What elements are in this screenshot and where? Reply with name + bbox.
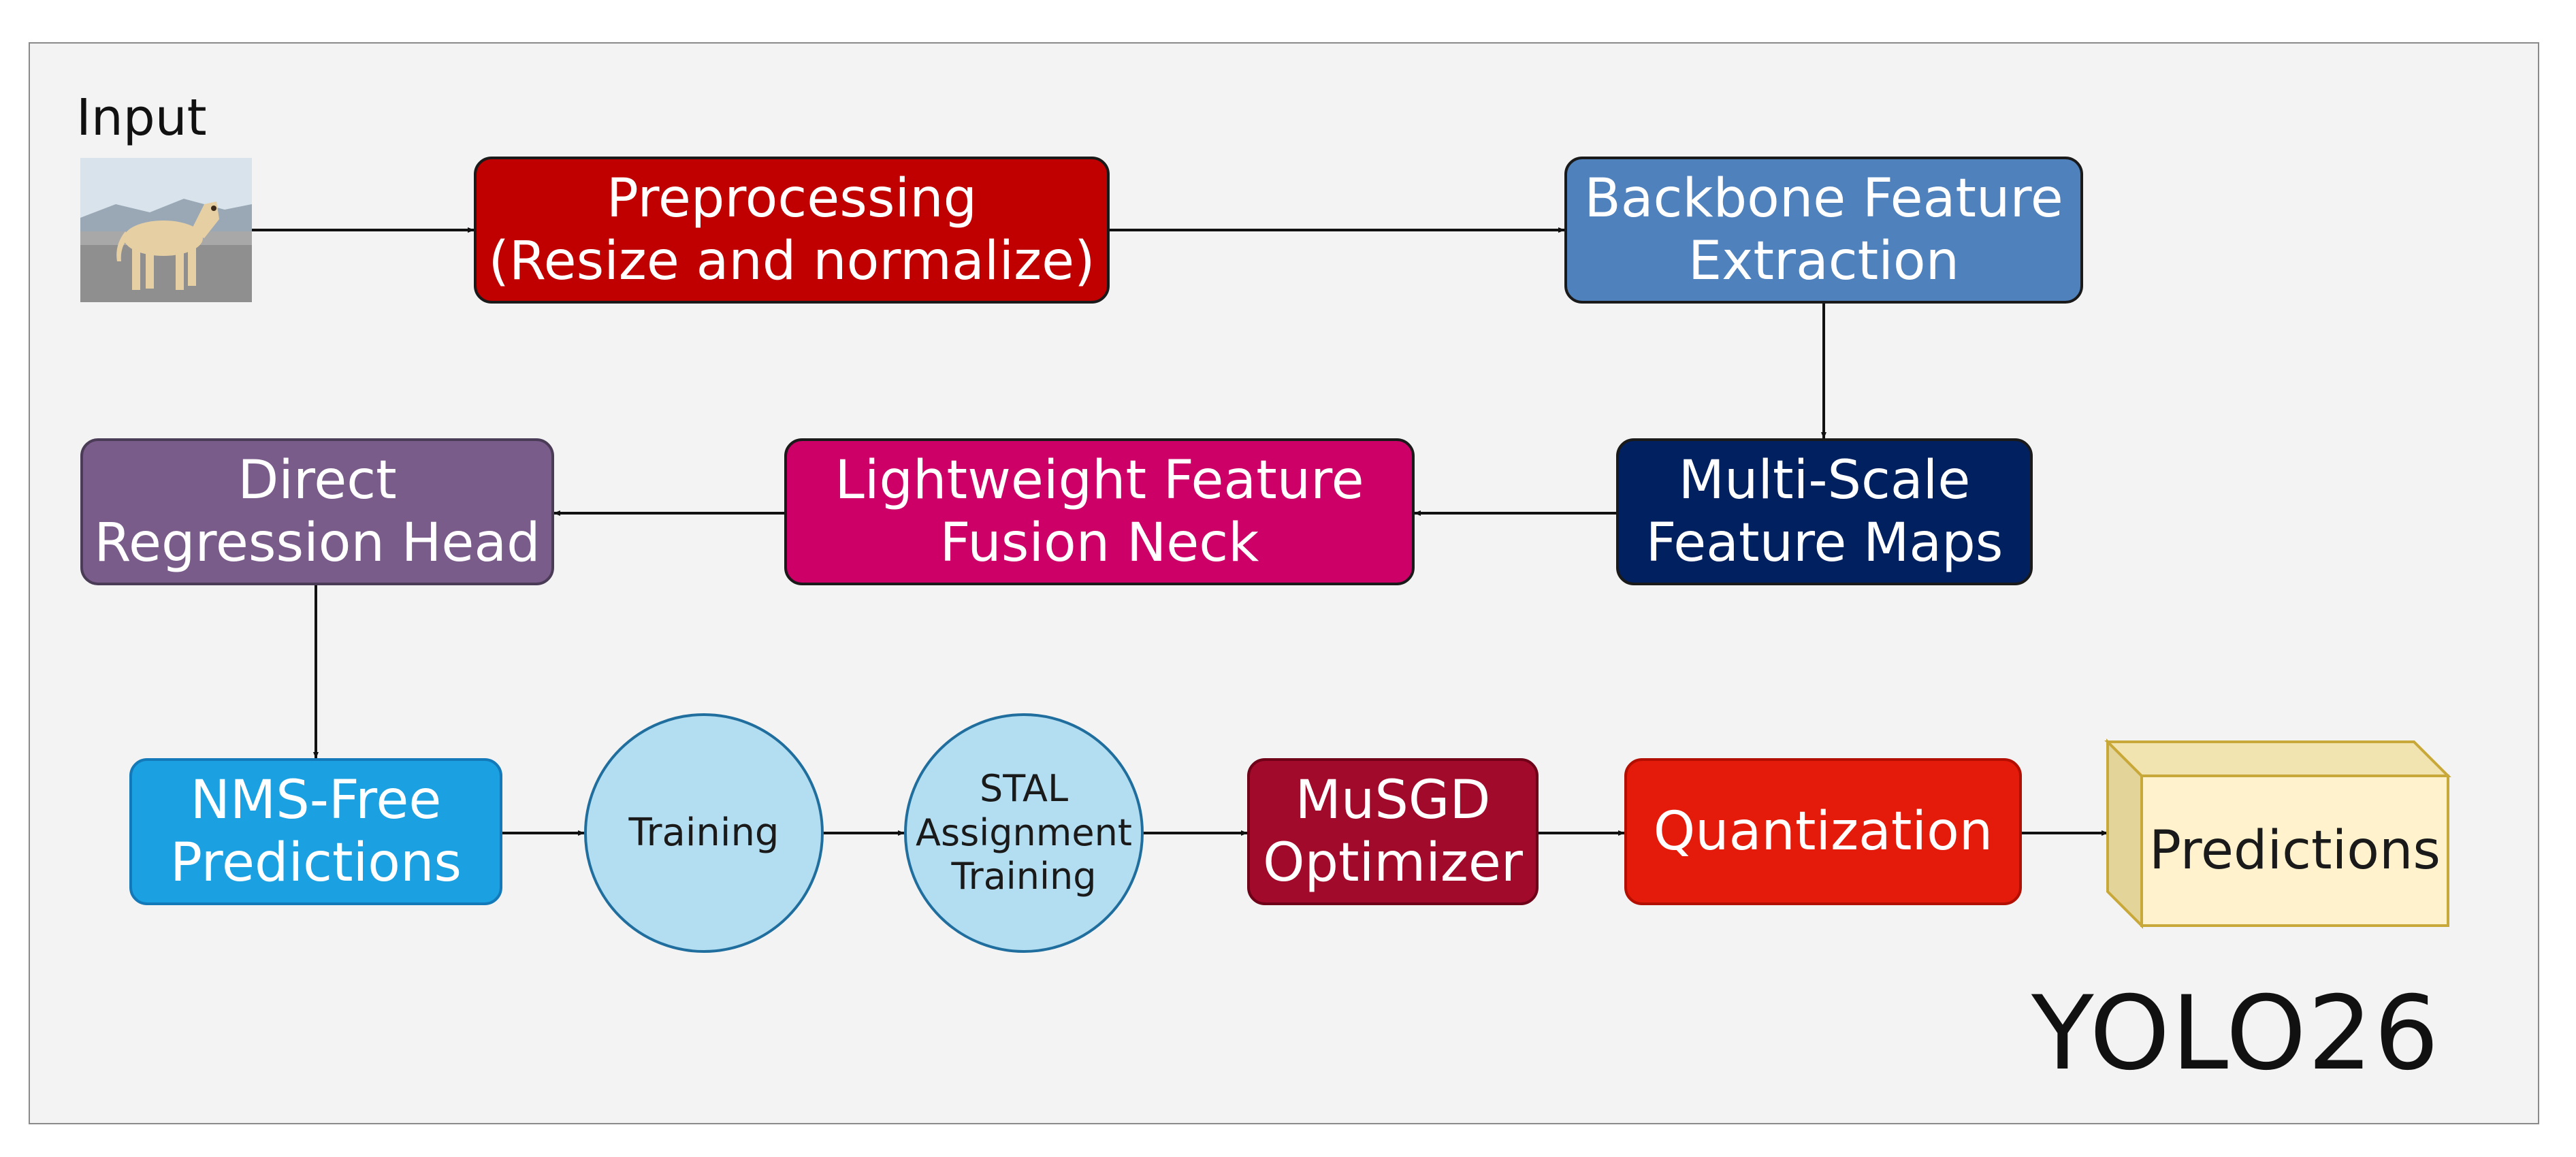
preprocessing-node: Preprocessing (Resize and normalize) bbox=[474, 157, 1110, 304]
input-label: Input bbox=[76, 88, 207, 147]
lightweight-feature-fusion-neck-node: Lightweight Feature Fusion Neck bbox=[784, 438, 1415, 585]
quantization-node: Quantization bbox=[1624, 758, 2022, 905]
yolo26-title: YOLO26 bbox=[2031, 975, 2441, 1093]
stal-assignment-training-node: STAL Assignment Training bbox=[904, 713, 1144, 953]
predictions-node: Predictions bbox=[2148, 819, 2441, 881]
nms-free-predictions-node: NMS-Free Predictions bbox=[129, 758, 502, 905]
musgd-optimizer-node: MuSGD Optimizer bbox=[1247, 758, 1539, 905]
input-image bbox=[80, 158, 252, 302]
multi-scale-feature-maps-node: Multi-Scale Feature Maps bbox=[1616, 438, 2033, 585]
training-node: Training bbox=[584, 713, 824, 953]
direct-regression-head-node: Direct Regression Head bbox=[80, 438, 554, 585]
backbone-feature-extraction-node: Backbone Feature Extraction bbox=[1564, 157, 2083, 304]
